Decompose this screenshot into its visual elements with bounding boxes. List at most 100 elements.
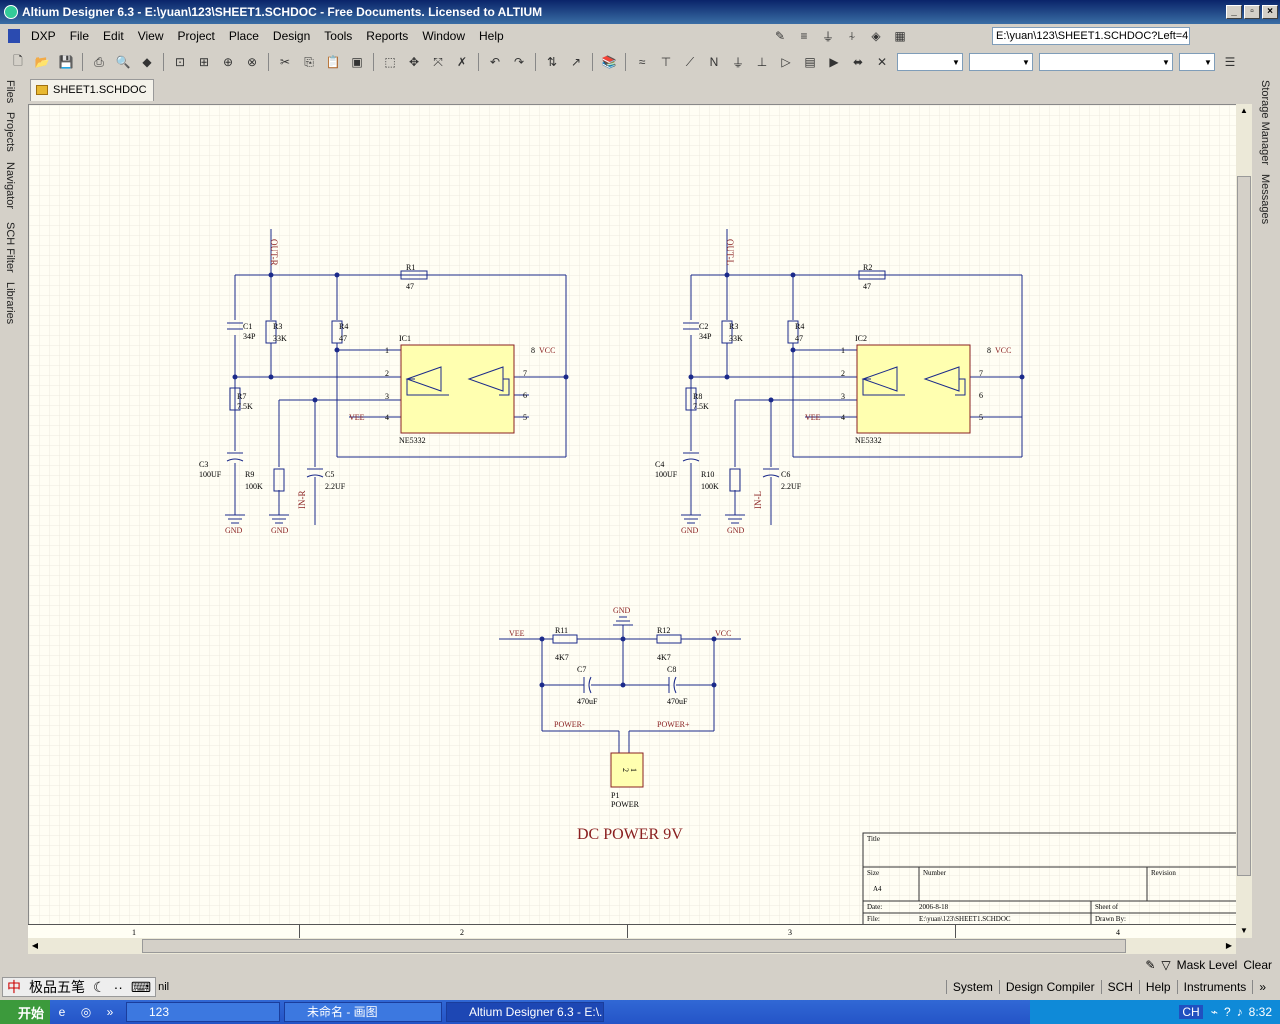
place-bus-entry-icon[interactable]: ⟋ (685, 54, 695, 69)
scroll-down-icon[interactable]: ▼ (1240, 926, 1248, 935)
filter-combo-2[interactable]: ▼ (969, 53, 1033, 71)
hierarchy-icon[interactable]: ⇅ (546, 55, 558, 69)
place-net-label-icon[interactable]: N (709, 55, 719, 69)
vertical-scroll-thumb[interactable] (1237, 176, 1251, 876)
document-tab[interactable]: SHEET1.SCHDOC (30, 79, 154, 101)
zoom-fit-icon[interactable]: ⊡ (174, 55, 186, 69)
scroll-left-icon[interactable]: ◀ (31, 941, 39, 950)
menu-window[interactable]: Window (422, 29, 465, 43)
clear-filter-icon[interactable]: ✗ (456, 55, 468, 69)
tray-volume-icon[interactable]: ♪ (1236, 1005, 1243, 1019)
zoom-menu-icon[interactable]: ⊗ (246, 55, 258, 69)
panel-sch-button[interactable]: SCH (1100, 980, 1139, 994)
quicklaunch-media-icon[interactable]: ◎ (80, 1005, 92, 1019)
ground-tool-icon[interactable]: ⏚ (821, 29, 834, 44)
horizontal-scroll-thumb[interactable] (142, 939, 1126, 953)
paste-icon[interactable]: 📋 (325, 55, 341, 69)
dock-tab-storage-manager[interactable]: Storage Manager (1259, 80, 1271, 165)
new-icon[interactable]: 🗋 (13, 53, 23, 68)
place-port-icon[interactable]: ⬌ (852, 55, 864, 69)
dock-tab-files[interactable]: Files (4, 80, 16, 104)
dock-tab-libraries[interactable]: Libraries (4, 282, 16, 325)
eraser-icon[interactable]: ✎ (1145, 958, 1156, 972)
task-altium[interactable]: Altium Designer 6.3 - E:\... (446, 1002, 604, 1022)
tray-network-icon[interactable]: ⌁ (1210, 1005, 1218, 1019)
preview-icon[interactable]: 🔍 (115, 55, 131, 69)
place-sheet-entry-icon[interactable]: ▶ (829, 55, 839, 69)
place-part-icon[interactable]: ▷ (781, 55, 791, 69)
place-sheet-icon[interactable]: ▤ (804, 55, 816, 69)
dock-tab-navigator[interactable]: Navigator (4, 162, 16, 210)
dock-tab-projects[interactable]: Projects (4, 112, 16, 152)
vertical-scrollbar[interactable]: ▲ ▼ (1236, 104, 1252, 938)
menu-design[interactable]: Design (272, 29, 311, 43)
browse-library-icon[interactable]: 📚 (601, 55, 617, 69)
zoom-area-icon[interactable]: ⊞ (198, 55, 210, 69)
select-area-icon[interactable]: ⬚ (384, 55, 396, 69)
panel-help-button[interactable]: Help (1138, 980, 1177, 994)
task-folder-123[interactable]: 123 (126, 1002, 280, 1022)
cut-icon[interactable]: ✂ (279, 55, 291, 69)
tray-language[interactable]: CH (1179, 1005, 1203, 1019)
panel-more-icon[interactable]: » (1252, 980, 1272, 994)
dock-tab-sch-filter[interactable]: SCH Filter (4, 222, 16, 273)
close-button[interactable]: × (1262, 5, 1278, 19)
place-gnd-icon[interactable]: ⏚ (731, 55, 744, 70)
place-bus-icon[interactable]: ⊤ (660, 55, 672, 69)
document-address-input[interactable]: E:\yuan\123\SHEET1.SCHDOC?Left=4 (992, 27, 1190, 45)
minimize-button[interactable]: _ (1226, 5, 1242, 19)
menu-reports[interactable]: Reports (366, 29, 409, 43)
wire-tool-icon[interactable]: ✎ (774, 29, 786, 43)
menu-view[interactable]: View (137, 29, 164, 43)
print-icon[interactable]: ⎙ (94, 54, 104, 69)
filter-combo-3[interactable]: ▼ (1039, 53, 1173, 71)
undo-icon[interactable]: ↶ (489, 55, 501, 69)
horizontal-scrollbar[interactable]: ◀ ▶ (28, 938, 1236, 954)
quicklaunch-more-icon[interactable]: » (106, 1005, 114, 1019)
grid-tool-icon[interactable]: ▦ (894, 29, 906, 43)
filter-combo-1[interactable]: ▼ (897, 53, 963, 71)
probe-tool-icon[interactable]: ⍭ (848, 28, 856, 43)
panel-system-button[interactable]: System (945, 980, 999, 994)
bus-tool-icon[interactable]: ≡ (800, 29, 808, 43)
layers-icon[interactable]: ◆ (142, 55, 152, 69)
zoom-select-icon[interactable]: ⊕ (222, 55, 234, 69)
copy-icon[interactable]: ⎘ (304, 54, 314, 69)
ime-moon-icon[interactable]: ☾ (93, 978, 106, 995)
menu-place[interactable]: Place (228, 29, 259, 43)
deselect-icon[interactable]: ⤧ (433, 54, 443, 69)
quicklaunch-ie-icon[interactable]: e (58, 1005, 66, 1019)
panel-design-compiler-button[interactable]: Design Compiler (998, 980, 1101, 994)
open-icon[interactable]: 📂 (34, 55, 50, 69)
menu-help[interactable]: Help (479, 29, 504, 43)
ime-keyboard-icon[interactable]: ⌨ (130, 978, 152, 995)
part-tool-icon[interactable]: ◈ (871, 29, 881, 43)
menu-edit[interactable]: Edit (103, 29, 124, 43)
clear-button[interactable]: Clear (1243, 958, 1272, 972)
rubber-stamp-icon[interactable]: ▣ (351, 55, 363, 69)
start-button[interactable]: 开始 (0, 1000, 50, 1024)
cross-probe-icon[interactable]: ↗ (570, 55, 582, 69)
filter-combo-4[interactable]: ▼ (1179, 53, 1215, 71)
panel-instruments-button[interactable]: Instruments (1176, 980, 1253, 994)
scroll-right-icon[interactable]: ▶ (1225, 941, 1233, 950)
menu-dxp[interactable]: DXP (31, 29, 56, 43)
move-icon[interactable]: ✥ (408, 55, 420, 69)
menu-project[interactable]: Project (177, 29, 215, 43)
save-icon[interactable]: 💾 (58, 55, 74, 69)
restore-button[interactable]: ▫ (1244, 5, 1260, 19)
filter-icon[interactable]: ▽ (1161, 958, 1171, 972)
ime-punct-icon[interactable]: ·· (113, 979, 123, 995)
schematic-canvas[interactable]: OUT-R R1 47 C1 34P R3 33K R4 47 IC1 R7 7… (28, 104, 1236, 924)
place-wire-icon[interactable]: ≈ (638, 55, 646, 69)
place-vcc-icon[interactable]: ⊥ (756, 55, 768, 69)
dock-tab-messages[interactable]: Messages (1259, 174, 1271, 225)
tray-help-icon[interactable]: ? (1223, 1005, 1231, 1019)
menu-lines-icon[interactable]: ☰ (1224, 55, 1236, 69)
ime-toolbar[interactable]: 中 极品五笔 ☾ ·· ⌨ (2, 977, 157, 997)
menu-tools[interactable]: Tools (324, 29, 353, 43)
menu-file[interactable]: File (69, 29, 90, 43)
mask-level-button[interactable]: Mask Level (1176, 958, 1238, 972)
task-paint[interactable]: 未命名 - 画图 (284, 1002, 442, 1022)
redo-icon[interactable]: ↷ (513, 55, 525, 69)
